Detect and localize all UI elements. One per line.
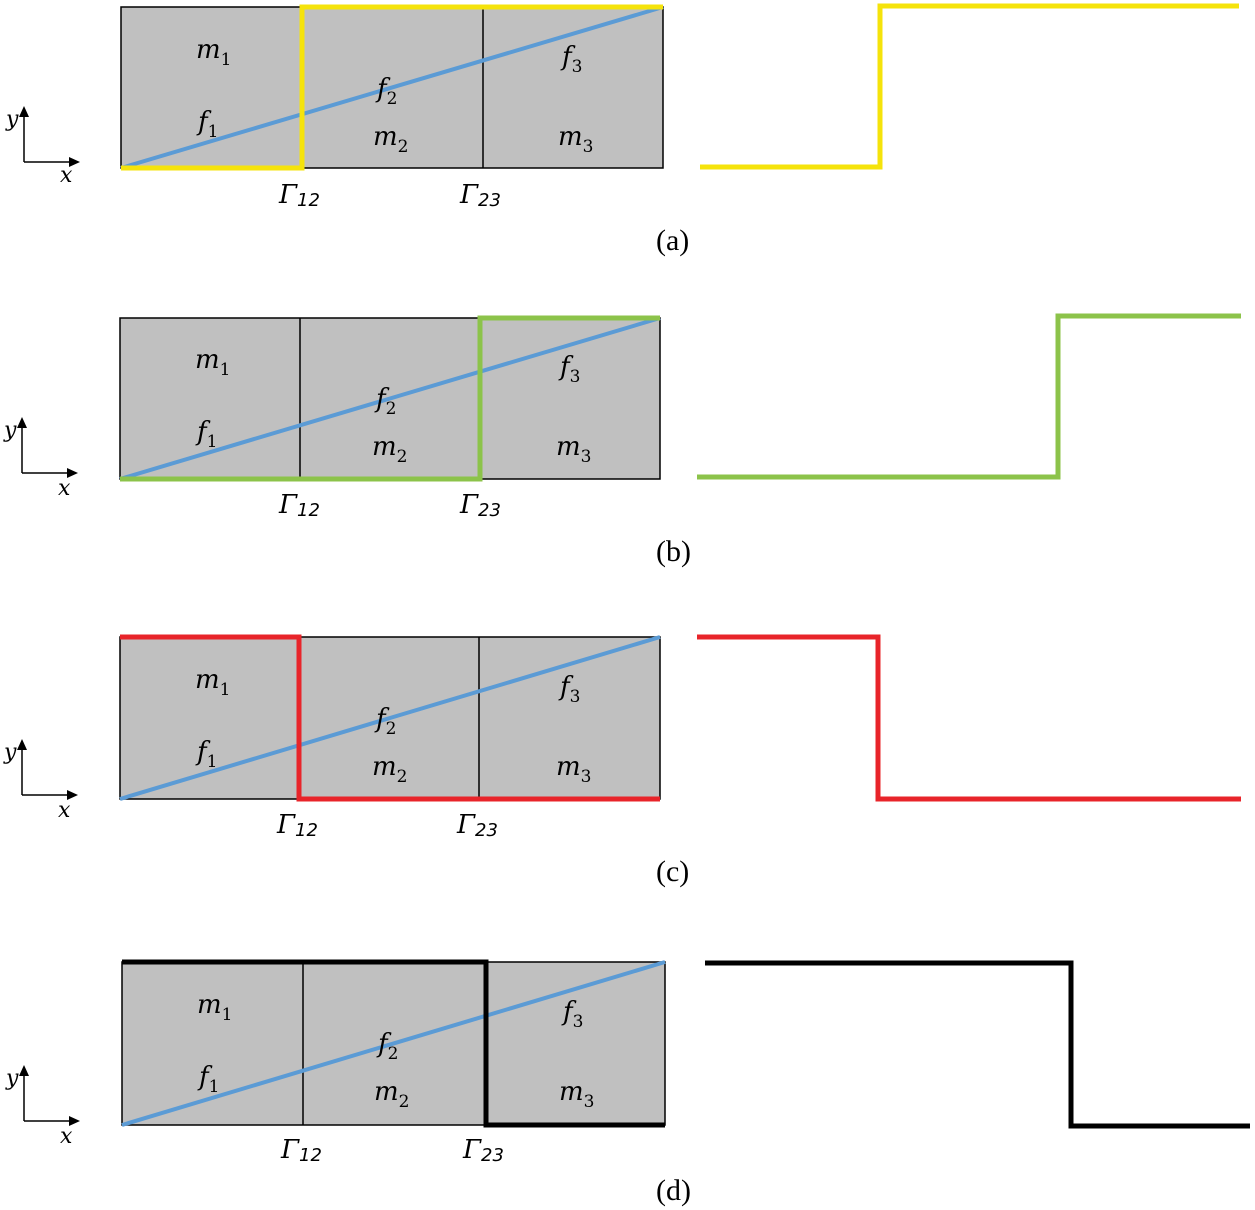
axis-label-x: x bbox=[60, 163, 73, 188]
label-gamma-23: Γ23 bbox=[459, 490, 501, 521]
axes-icon: y x bbox=[5, 106, 80, 188]
caption-a: (a) bbox=[656, 224, 689, 257]
label-gamma-12: Γ12 bbox=[278, 490, 320, 521]
label-m1: m1 bbox=[196, 35, 231, 70]
label-gamma-12: Γ12 bbox=[278, 180, 320, 211]
fracture-line bbox=[119, 635, 661, 801]
label-m2: m2 bbox=[373, 122, 408, 157]
label-m1: m1 bbox=[195, 345, 230, 380]
axis-label-x: x bbox=[60, 1124, 73, 1149]
axis-label-x: x bbox=[58, 476, 71, 501]
step-profile bbox=[700, 3, 1239, 170]
axis-label-y: y bbox=[5, 1066, 19, 1091]
label-gamma-23: Γ23 bbox=[462, 1135, 504, 1166]
label-m3: m3 bbox=[556, 432, 591, 467]
label-m3: m3 bbox=[556, 752, 591, 787]
label-m2: m2 bbox=[372, 432, 407, 467]
label-m3: m3 bbox=[558, 122, 593, 157]
step-profile bbox=[697, 634, 1241, 802]
panel-d: m1 f1 f2 m2 f3 m3 Γ12 Γ23 y x (d) bbox=[5, 959, 1250, 1207]
fracture-line bbox=[121, 960, 666, 1127]
label-gamma-23: Γ23 bbox=[459, 180, 501, 211]
label-m3: m3 bbox=[559, 1077, 594, 1112]
label-gamma-23: Γ23 bbox=[456, 810, 498, 841]
label-gamma-12: Γ12 bbox=[280, 1135, 322, 1166]
panel-a: m1 f1 f2 m2 f3 m3 Γ12 Γ23 y x (a) bbox=[5, 3, 1239, 257]
step-profile bbox=[705, 960, 1250, 1129]
label-m1: m1 bbox=[195, 665, 230, 700]
label-m2: m2 bbox=[372, 752, 407, 787]
caption-b: (b) bbox=[656, 535, 691, 568]
axis-label-y: y bbox=[3, 418, 17, 443]
axis-label-y: y bbox=[3, 740, 17, 765]
axis-label-x: x bbox=[58, 798, 71, 823]
axes-icon: y x bbox=[3, 739, 78, 823]
highlight-path bbox=[120, 634, 660, 802]
highlight-path bbox=[121, 4, 663, 171]
label-m1: m1 bbox=[197, 990, 232, 1025]
caption-d: (d) bbox=[656, 1174, 691, 1207]
step-profile bbox=[697, 313, 1241, 480]
label-m2: m2 bbox=[374, 1077, 409, 1112]
axis-label-y: y bbox=[5, 107, 19, 132]
highlight-path bbox=[122, 959, 665, 1128]
axes-icon: y x bbox=[5, 1065, 80, 1149]
label-gamma-12: Γ12 bbox=[276, 810, 318, 841]
panel-b: m1 f1 f2 m2 f3 m3 Γ12 Γ23 y x (b) bbox=[3, 313, 1241, 568]
caption-c: (c) bbox=[656, 855, 689, 888]
fracture-line bbox=[120, 5, 664, 170]
highlight-path bbox=[120, 315, 660, 482]
axes-icon: y x bbox=[3, 417, 78, 501]
fracture-line bbox=[119, 316, 661, 481]
panel-c: m1 f1 f2 m2 f3 m3 Γ12 Γ23 y x (c) bbox=[3, 634, 1241, 888]
